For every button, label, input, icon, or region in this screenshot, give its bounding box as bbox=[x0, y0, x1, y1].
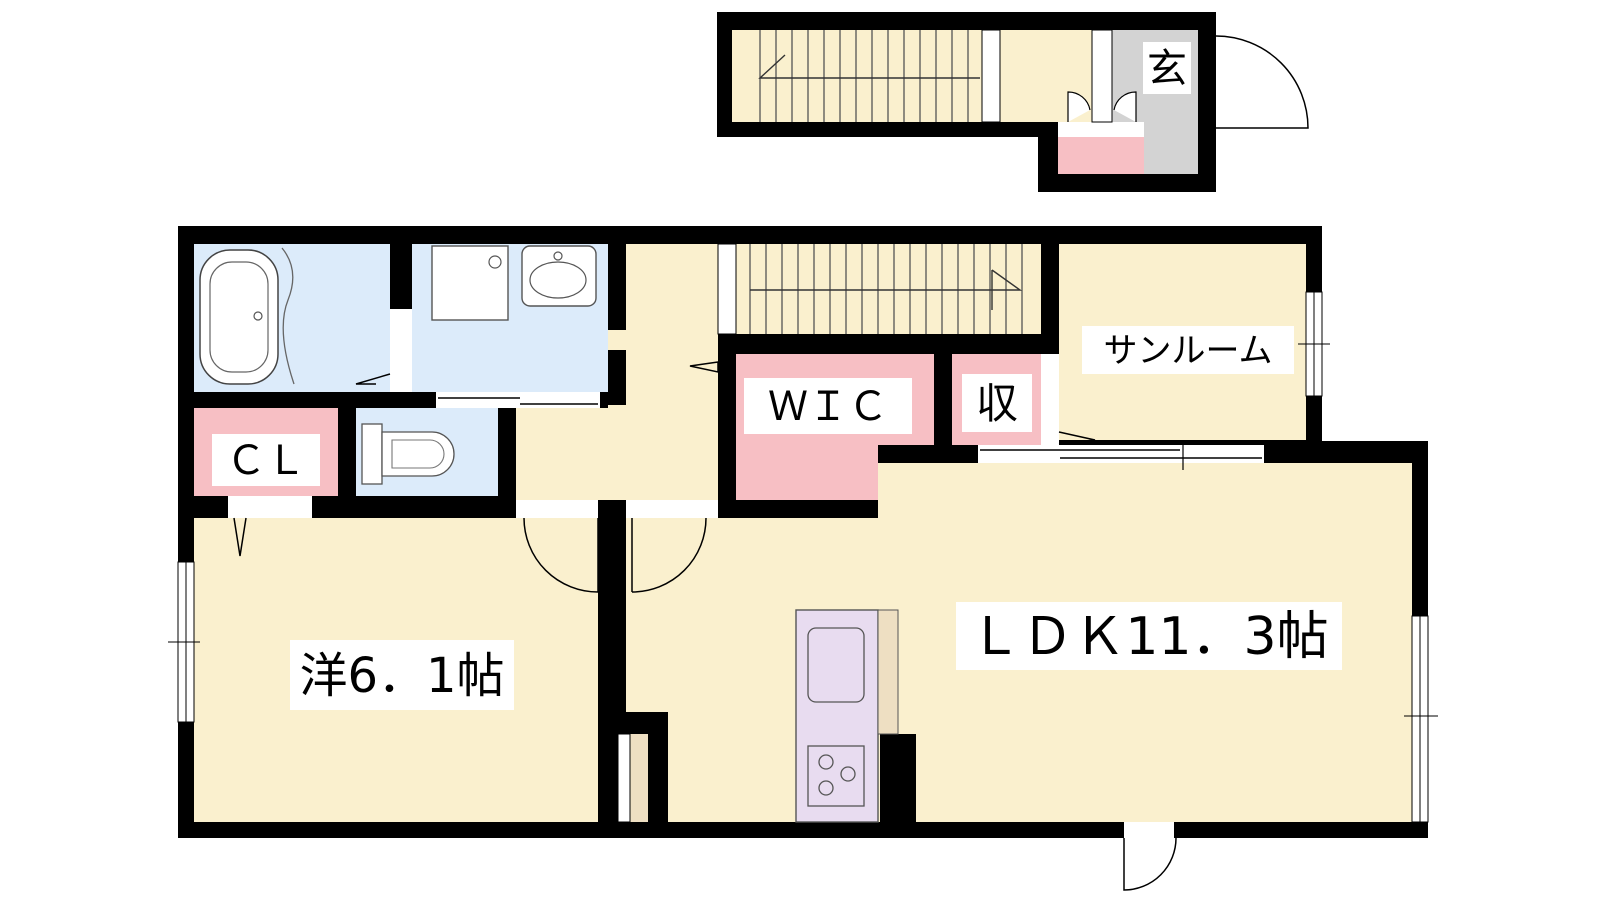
door-swing-icon bbox=[1113, 91, 1137, 122]
stove-icon bbox=[807, 745, 865, 807]
sunroom-label-bg bbox=[1082, 326, 1294, 374]
storage-label: 収 bbox=[976, 379, 1018, 428]
upper-stair-floor bbox=[732, 30, 982, 122]
entrance-label: 玄 bbox=[1147, 46, 1187, 92]
window-icon bbox=[168, 561, 200, 723]
sunroom-label: サンルーム bbox=[1104, 331, 1273, 371]
stair-railing bbox=[717, 243, 737, 335]
door-swing-icon bbox=[233, 361, 1096, 593]
window-icon bbox=[617, 733, 631, 823]
window-icon bbox=[1404, 615, 1438, 823]
closet-label: ＣＬ bbox=[226, 438, 306, 484]
shoe-cabinet bbox=[1058, 137, 1144, 174]
stairs-icon bbox=[758, 30, 980, 122]
shoe-cabinet-top bbox=[1058, 122, 1144, 137]
ldk-label: ＬＤＫ11．3帖 bbox=[969, 607, 1328, 667]
bathtub-icon bbox=[199, 247, 295, 385]
toilet-icon bbox=[361, 423, 455, 485]
door-openings bbox=[228, 309, 1059, 518]
wic-label: ＷＩＣ bbox=[768, 384, 888, 430]
door-swing-icon bbox=[1067, 91, 1091, 122]
storage-label-bg bbox=[962, 374, 1032, 432]
stair-partition bbox=[981, 29, 1001, 123]
washing-machine-icon bbox=[431, 245, 509, 321]
washroom-sliding-door bbox=[436, 392, 600, 408]
hallway-floor bbox=[516, 244, 718, 500]
main-section: サンルーム ＷＩＣ 収 ＣＬ 洋6．1帖 ＬＤＫ11．3帖 bbox=[168, 226, 1438, 891]
ldk-label-bg bbox=[956, 602, 1342, 670]
washbasin-icon bbox=[521, 245, 597, 307]
window-icon bbox=[1298, 291, 1330, 397]
door-swing-icon bbox=[1123, 822, 1177, 891]
entrance-label-bg bbox=[1143, 42, 1191, 94]
western-label-bg bbox=[290, 640, 514, 710]
western-room-label: 洋6．1帖 bbox=[299, 648, 504, 704]
kitchen-sink-icon bbox=[807, 627, 865, 703]
sliding-door bbox=[978, 440, 1264, 470]
closet-label-bg bbox=[212, 434, 320, 486]
door-swing-icon bbox=[1215, 35, 1309, 129]
entrance-step bbox=[1091, 29, 1113, 123]
wic-label-bg bbox=[744, 378, 912, 434]
stairs-icon bbox=[749, 244, 1023, 334]
upper-section: 玄 bbox=[717, 12, 1309, 192]
